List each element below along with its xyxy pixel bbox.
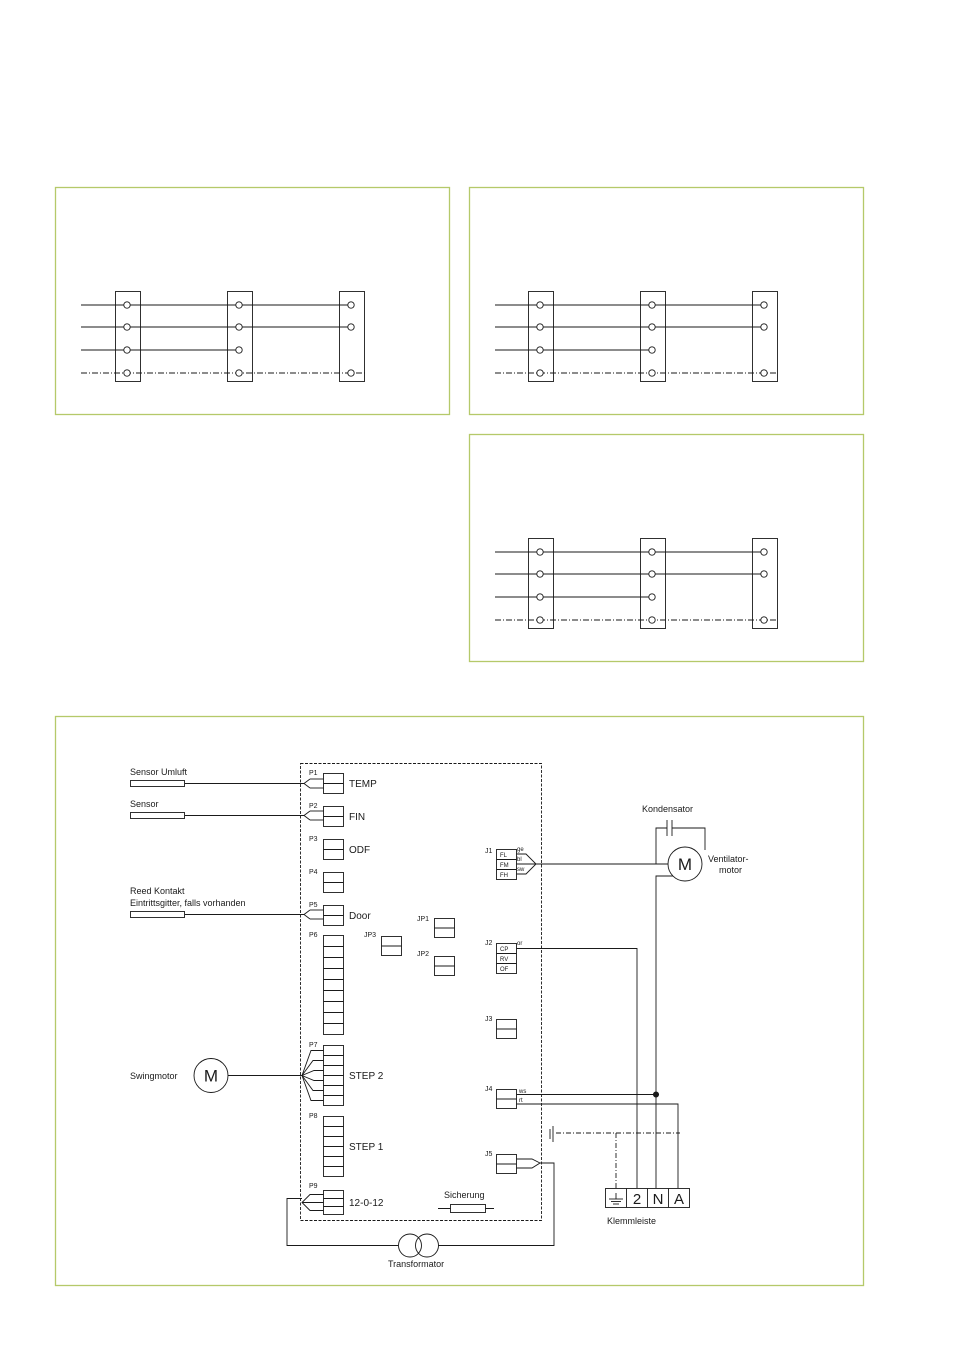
terminal-block xyxy=(227,291,253,382)
jp3-label: JP3 xyxy=(364,932,376,939)
sensor-umluft-label: Sensor Umluft xyxy=(130,767,188,777)
sensor-umluft-probe xyxy=(130,780,185,787)
p6-connector xyxy=(323,935,344,1035)
j2-pin-of: OF xyxy=(500,967,509,973)
terminal-n: N xyxy=(653,1191,664,1208)
j1-wire-sw: sw xyxy=(517,867,525,873)
junction-dot xyxy=(652,1091,660,1098)
fin-label: FIN xyxy=(349,812,365,823)
j1-label: J1 xyxy=(485,848,493,855)
klemmleiste-terminal-strip xyxy=(605,1188,690,1208)
terminal-a: A xyxy=(674,1191,684,1208)
p8-connector xyxy=(323,1116,344,1177)
reed-contact xyxy=(130,911,185,918)
voltage-label: 12-0-12 xyxy=(349,1198,384,1209)
temp-label: TEMP xyxy=(349,779,377,790)
odf-label: ODF xyxy=(349,845,370,856)
terminal-block xyxy=(752,538,778,629)
sensor-fin-probe xyxy=(130,812,185,819)
j3-label: J3 xyxy=(485,1016,493,1023)
terminal-block xyxy=(339,291,365,382)
j2-wire-or: or xyxy=(517,941,522,947)
ventilator-label: Ventilator- xyxy=(708,854,749,864)
ventilator-sublabel: motor xyxy=(719,865,742,875)
j2-pin-rv: RV xyxy=(500,957,508,963)
j1-wire-ge: ge xyxy=(517,847,524,853)
p6-label: P6 xyxy=(309,932,318,939)
p3-label: P3 xyxy=(309,836,318,843)
p7-label: P7 xyxy=(309,1042,318,1049)
transformer-coil-right xyxy=(415,1233,439,1258)
p9-connector xyxy=(323,1190,344,1215)
swingmotor-label: Swingmotor xyxy=(130,1071,178,1081)
panel-2-connection-diagram xyxy=(495,291,778,382)
terminal-2: 2 xyxy=(633,1191,641,1208)
swingmotor-m: M xyxy=(204,1067,218,1086)
step2-label: STEP 2 xyxy=(349,1071,384,1082)
klemmleiste-label: Klemmleiste xyxy=(607,1216,656,1226)
reed-contact-label: Reed Kontakt xyxy=(130,886,185,896)
terminal-block xyxy=(528,538,554,629)
transformator-label: Transformator xyxy=(388,1259,444,1269)
panel-1-frame xyxy=(54,186,451,416)
j1-connector xyxy=(496,849,517,880)
panel-1-connection-diagram xyxy=(81,291,365,382)
terminal-block xyxy=(640,291,666,382)
p2-label: P2 xyxy=(309,803,318,810)
earth-icon xyxy=(609,1193,623,1205)
terminal-block xyxy=(528,291,554,382)
fuse-symbol xyxy=(450,1204,486,1213)
j5-label: J5 xyxy=(485,1151,493,1158)
p7-connector xyxy=(323,1045,344,1106)
j1-pin-fm: FM xyxy=(500,863,509,869)
reed-contact-sublabel: Eintrittsgitter, falls vorhanden xyxy=(130,898,246,908)
j4-wire-rt: rt xyxy=(519,1098,523,1104)
p5-label: P5 xyxy=(309,902,318,909)
step1-label: STEP 1 xyxy=(349,1142,384,1153)
j1-pin-fl: FL xyxy=(500,853,508,859)
j4-label: J4 xyxy=(485,1086,493,1093)
door-label: Door xyxy=(349,911,371,922)
p4-label: P4 xyxy=(309,869,318,876)
transformer-coil-left xyxy=(398,1233,422,1258)
main-schematic-frame xyxy=(54,715,865,1287)
ventilator-motor-symbol xyxy=(667,846,703,882)
p1-label: P1 xyxy=(309,770,318,777)
terminal-block xyxy=(640,538,666,629)
j2-connector xyxy=(496,943,517,974)
ventilator-m: M xyxy=(678,855,692,874)
panel-frames xyxy=(54,186,865,1287)
panel-3-connection-diagram xyxy=(495,538,778,629)
jp1-label: JP1 xyxy=(417,916,429,923)
main-schematic xyxy=(130,763,706,1258)
j1-wire-bl: bl xyxy=(517,857,522,863)
kondensator-label: Kondensator xyxy=(642,804,693,814)
j2-label: J2 xyxy=(485,940,493,947)
control-board xyxy=(300,763,542,1221)
p8-label: P8 xyxy=(309,1113,318,1120)
panel-3-frame xyxy=(468,433,865,663)
terminal-block xyxy=(752,291,778,382)
terminal-block xyxy=(115,291,141,382)
panel-2-frame xyxy=(468,186,865,416)
j2-pin-cp: CP xyxy=(500,947,508,953)
j4-wire-ws: ws xyxy=(518,1089,526,1095)
sensor-label: Sensor xyxy=(130,799,159,809)
j1-pin-fh: FH xyxy=(500,873,508,879)
sicherung-label: Sicherung xyxy=(444,1190,485,1200)
p9-label: P9 xyxy=(309,1183,318,1190)
schematic-labels: Sensor Umluft Sensor Reed Kontakt Eintri… xyxy=(130,767,749,1269)
jp2-label: JP2 xyxy=(417,951,429,958)
